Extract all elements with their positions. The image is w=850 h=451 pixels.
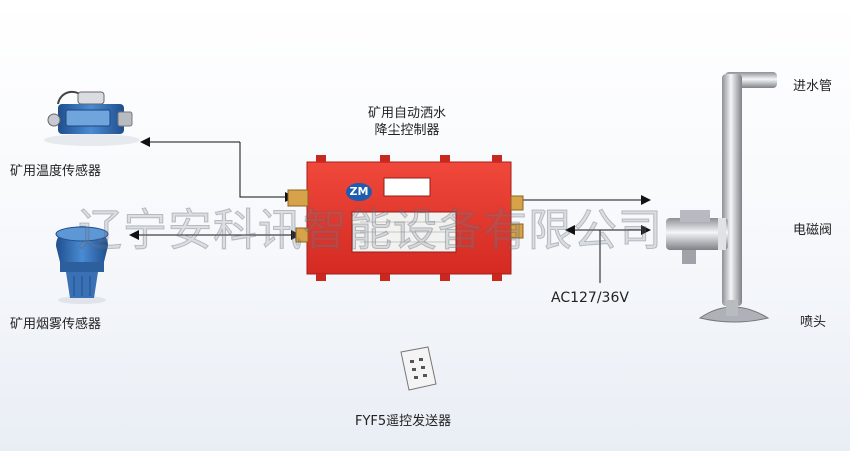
temp-sensor-connection [141, 142, 294, 197]
smoke-sensor [56, 226, 108, 304]
valve-connection [520, 200, 650, 283]
controller-label: 矿用自动洒水 降尘控制器 [352, 105, 462, 139]
controller-badge: ZM [346, 183, 372, 201]
temp-sensor-label: 矿用温度传感器 [10, 163, 101, 180]
inlet-pipe-label: 进水管 [793, 78, 832, 95]
smoke-sensor-label: 矿用烟雾传感器 [10, 316, 101, 333]
controller-box [288, 155, 523, 281]
temperature-sensor [44, 92, 140, 146]
solenoid-valve-label: 电磁阀 [793, 222, 832, 239]
remote-label: FYF5遥控发送器 [355, 413, 451, 430]
controller-label-line1: 矿用自动洒水 [352, 105, 462, 122]
controller-label-line2: 降尘控制器 [352, 122, 462, 139]
nozzle-label: 喷头 [800, 314, 826, 331]
pipe-assembly [666, 72, 777, 322]
power-label: AC127/36V [551, 290, 629, 307]
remote-transmitter [401, 347, 436, 390]
